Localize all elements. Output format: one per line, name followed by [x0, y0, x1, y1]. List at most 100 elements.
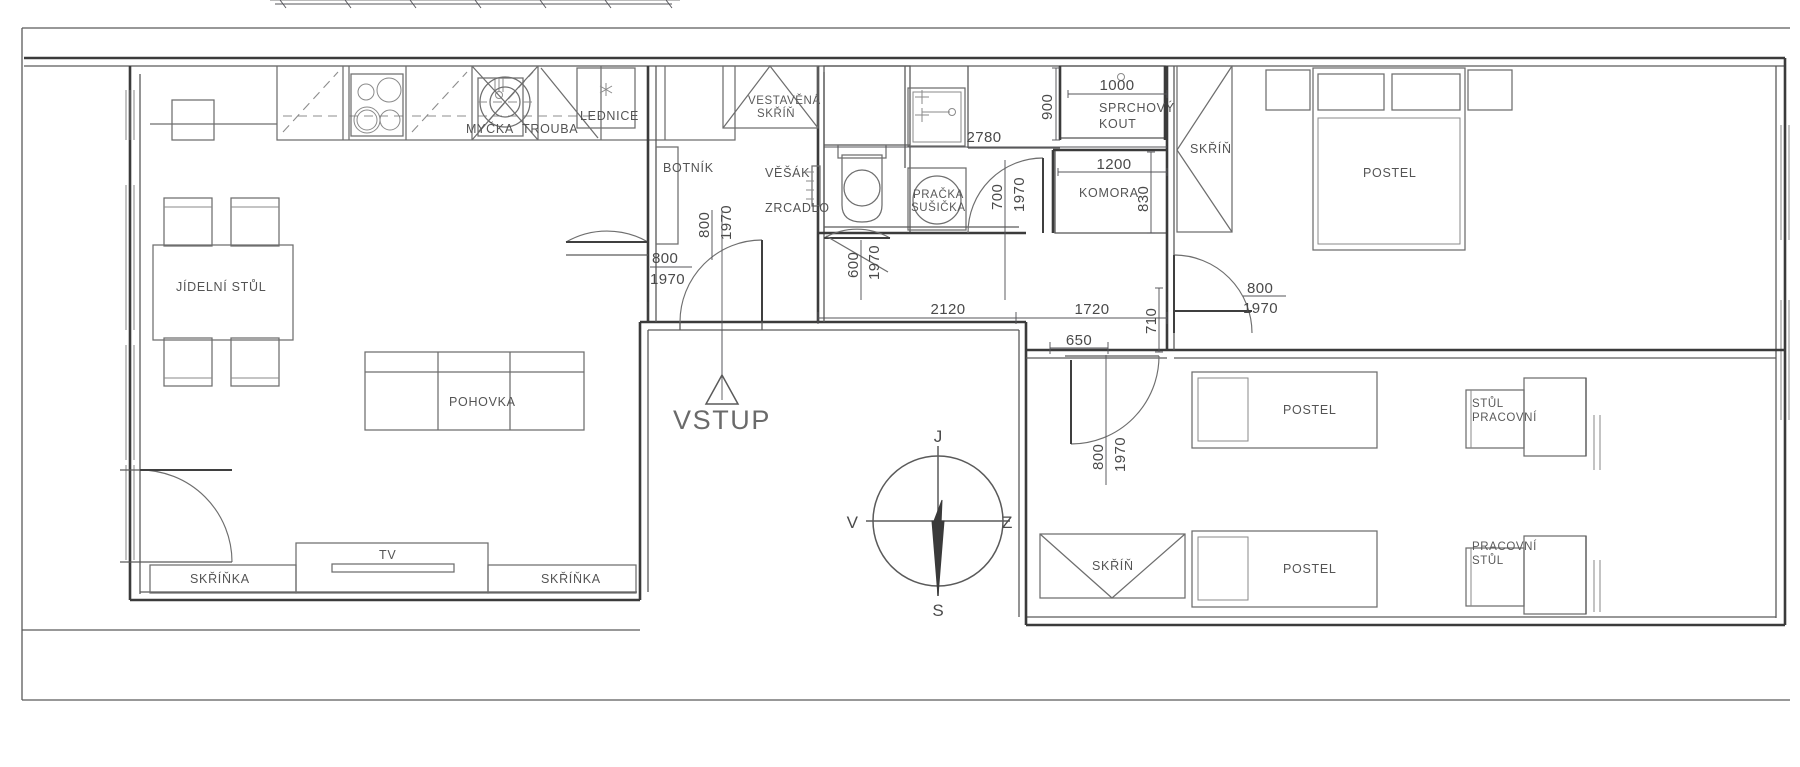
shoe-cabinet-outline — [655, 146, 679, 245]
door-wc-arc — [823, 228, 891, 239]
chair-top-left — [163, 197, 213, 247]
bathroom-block: PRAČKA SUŠIČKA — [818, 65, 1060, 235]
dining-table-label: JÍDELNÍ STŮL — [176, 279, 266, 294]
desk-lower-label-2: STŮL — [1472, 554, 1504, 567]
snowflake-icon — [599, 83, 613, 96]
entrance-label: VSTUP — [673, 405, 771, 435]
cooktop-icon — [350, 73, 404, 137]
desk-upper-label-2: PRACOVNÍ — [1472, 411, 1537, 424]
dim-door-kids-height: 1970 — [1112, 437, 1129, 472]
door-living-hall-arc — [565, 230, 649, 243]
sofa-outline — [364, 351, 585, 431]
dim-door-master-height: 1970 — [1243, 300, 1278, 317]
door-terrace-left — [120, 469, 233, 563]
built-in-wardrobe: VESTAVĚNÁ SKŘÍŇ — [722, 64, 820, 129]
coat-hooks-icon — [806, 171, 814, 200]
bed-upper-pillow — [1197, 377, 1249, 442]
master-bedroom: POSTEL — [1265, 67, 1513, 251]
door-hall-entry-arc — [679, 239, 763, 323]
washer-dryer-icon: PRAČKA SUŠIČKA — [907, 167, 967, 231]
door-bedroom-master — [1173, 254, 1253, 334]
compass-rose: J S Z V — [847, 427, 1013, 620]
dishwasher-icon — [471, 65, 539, 141]
wall-cabinet-diag-2 — [411, 71, 468, 133]
door-bathroom — [967, 157, 1044, 234]
bed-master-label: POSTEL — [1363, 166, 1417, 180]
dim-pantry-width-value: 1200 — [1097, 156, 1132, 173]
dim-pantry-width: 1200 — [1057, 156, 1168, 176]
fridge-icon — [576, 67, 636, 129]
cabinet-left-label: SKŘÍŇKA — [190, 571, 250, 586]
triangle-up-icon — [704, 373, 740, 405]
kitchen-end-unit — [171, 99, 215, 141]
wall-cabinet-diag-1 — [282, 71, 339, 133]
nightstand-left — [1265, 69, 1311, 111]
pillow-right — [1391, 73, 1461, 111]
shower-drain-icon — [1117, 73, 1125, 81]
outer-shell — [21, 0, 1790, 701]
dim-door-living-hall: 800 1970 — [650, 250, 692, 288]
oven-icon — [540, 67, 599, 139]
kids-bedroom: POSTEL STŮL PRACOVNÍ POSTEL PRACOVNÍ STŮ… — [1039, 371, 1587, 615]
dim-corridor-left-value: 2120 — [931, 301, 966, 318]
dining-chairs — [163, 197, 280, 387]
kitchen-counter-outline — [276, 66, 736, 141]
chair-top-right — [230, 197, 280, 247]
cabinet-right-label: SKŘÍŇKA — [541, 571, 601, 586]
toilet-icon — [837, 144, 887, 223]
washer-dryer-label-1: PRAČKA — [913, 188, 964, 201]
dim-pantry-depth-value: 830 — [1135, 186, 1152, 212]
door-bedroom-kids-arc — [1070, 355, 1160, 445]
door-living-hall — [565, 230, 649, 322]
chair-bottom-right — [230, 337, 280, 387]
compass-needle-indicator — [933, 499, 943, 597]
chair-bottom-left — [163, 337, 213, 387]
dim-door-hall-entry: 800 1970 — [696, 205, 735, 400]
dim-corridor-right-value: 1720 — [1075, 301, 1110, 318]
washbasin-icon — [907, 87, 966, 147]
windows-right — [1780, 125, 1790, 420]
dim-wall-return-value: 710 — [1143, 308, 1160, 334]
sofa-label: POHOVKA — [449, 395, 516, 409]
shower-label-2: KOUT — [1099, 117, 1137, 131]
windows-left — [125, 90, 135, 560]
dim-shower-width: 1000 — [1067, 77, 1168, 98]
washer-dryer-label-2: SUŠIČKA — [911, 201, 966, 214]
dining-set: JÍDELNÍ STŮL — [152, 197, 294, 387]
dishwasher-label: MYČKA — [466, 121, 514, 136]
shoe-cabinet-label: BOTNÍK — [663, 160, 714, 175]
dim-corridor-chain: 2120 1720 — [817, 301, 1168, 324]
dim-shower-width-value: 1000 — [1100, 77, 1135, 94]
dim-door-hall-entry-height: 1970 — [718, 205, 735, 240]
shoe-cabinet: BOTNÍK — [655, 146, 714, 245]
bed-lower-pillow — [1197, 536, 1249, 601]
dim-shower-depth: 900 — [1039, 67, 1060, 141]
coat-rack-label: VĚŠÁK — [765, 165, 810, 180]
wall-desks — [1585, 378, 1601, 614]
kitchen-counter-run: MYČKA TROUBA LEDNICE — [276, 65, 736, 141]
oven-label: TROUBA — [522, 122, 578, 136]
pantry-label: KOMORA — [1079, 186, 1139, 200]
bed-master-outline — [1312, 67, 1466, 251]
sofa: POHOVKA — [364, 351, 585, 431]
dim-bath-width: 2780 — [824, 129, 1167, 148]
dim-door-wc: 600 1970 — [845, 240, 883, 300]
compass-label-south: S — [932, 601, 943, 620]
kids-wardrobe-symbol — [1039, 533, 1186, 599]
dim-door-hall-entry-width: 800 — [696, 212, 713, 238]
compass-label-east: Z — [1002, 513, 1012, 532]
dim-door-bedroom-kids: 800 1970 — [1090, 355, 1129, 485]
door-hall-entry — [679, 239, 763, 330]
coat-rack-group: VĚŠÁK ZRCADLO — [765, 165, 829, 232]
dim-door-master-width: 800 — [1247, 280, 1273, 297]
bed-upper-outline — [1191, 371, 1378, 449]
wall-bedroom-divider — [1026, 322, 1785, 359]
coat-rack-bar — [811, 165, 821, 207]
dim-bath-width-value: 2780 — [967, 129, 1002, 146]
bed-upper-label: POSTEL — [1283, 403, 1337, 417]
dim-door-bathroom-width: 700 — [989, 184, 1006, 210]
shower-label-1: SPRCHOVÝ — [1099, 100, 1175, 115]
door-terrace-arc — [139, 469, 233, 563]
dining-table — [152, 244, 294, 341]
